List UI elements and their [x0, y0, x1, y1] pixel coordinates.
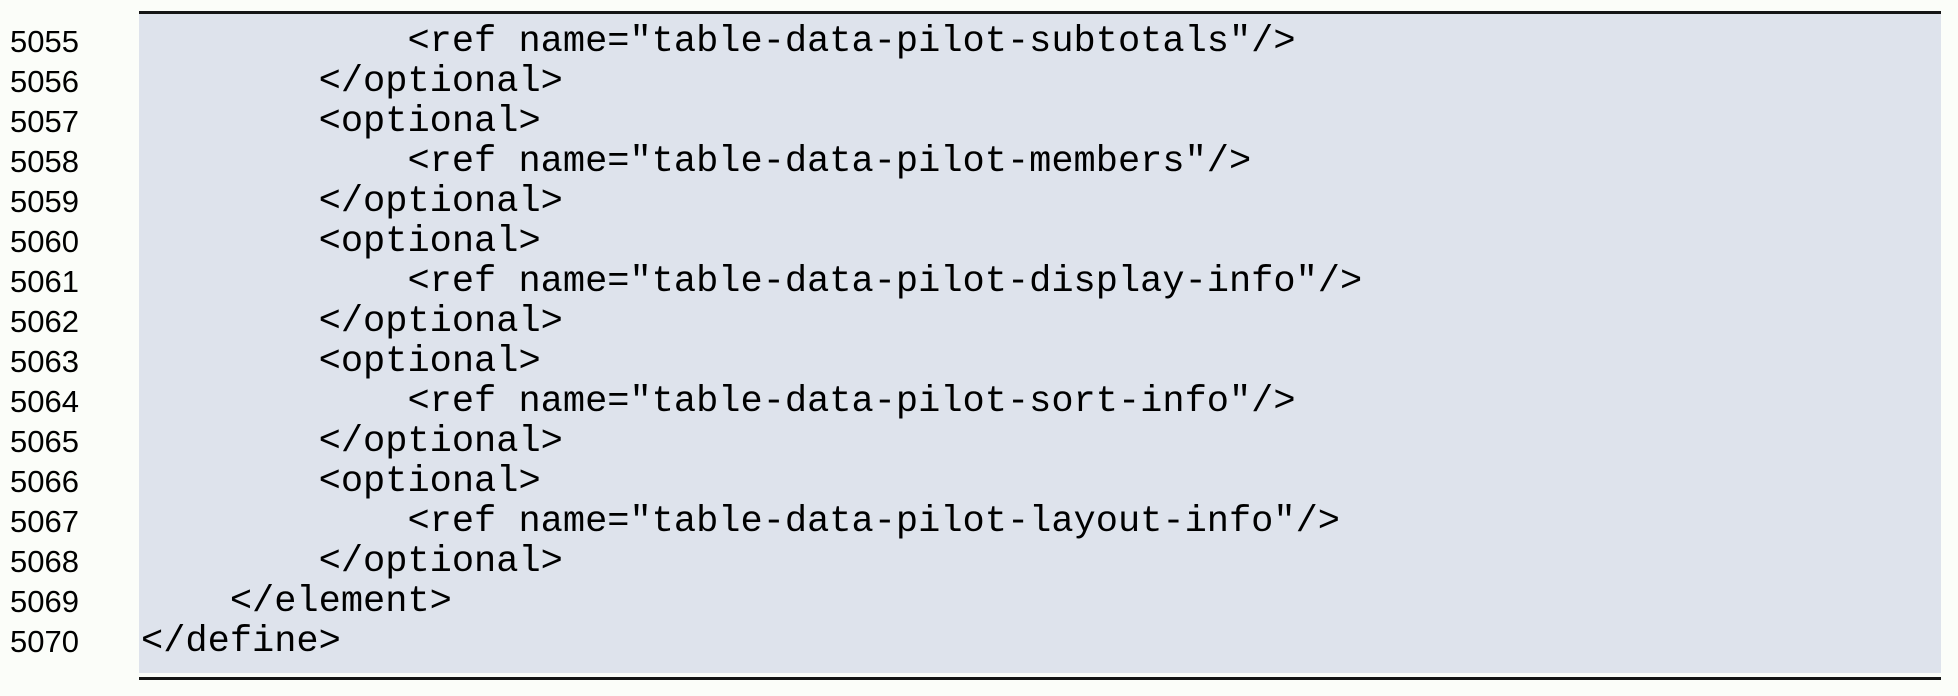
code-line: <ref name="table-data-pilot-members"/>	[141, 141, 1252, 183]
line-number-gutter: 5055 5056 5057 5058 5059 5060 5061 5062 …	[0, 11, 139, 662]
line-number: 5060	[10, 224, 79, 259]
line-number: 5067	[10, 504, 79, 539]
code-line: </element>	[141, 581, 452, 623]
code-line: </optional>	[141, 541, 563, 583]
code-line: <optional>	[141, 341, 541, 383]
line-number: 5064	[10, 384, 79, 419]
line-number: 5065	[10, 424, 79, 459]
code-line: <optional>	[141, 461, 541, 503]
line-number: 5066	[10, 464, 79, 499]
bottom-rule	[139, 677, 1941, 680]
code-line: </optional>	[141, 181, 563, 223]
code-line: </define>	[141, 621, 341, 663]
code-pre: <ref name="table-data-pilot-subtotals"/>…	[139, 14, 1941, 673]
line-number: 5057	[10, 104, 79, 139]
line-number: 5063	[10, 344, 79, 379]
code-line: </optional>	[141, 61, 563, 103]
line-number: 5061	[10, 264, 79, 299]
code-line: </optional>	[141, 301, 563, 343]
code-block: <ref name="table-data-pilot-subtotals"/>…	[139, 11, 1941, 680]
line-number: 5069	[10, 584, 79, 619]
line-number: 5068	[10, 544, 79, 579]
line-number: 5058	[10, 144, 79, 179]
code-line: <ref name="table-data-pilot-layout-info"…	[141, 501, 1340, 543]
line-number: 5059	[10, 184, 79, 219]
code-block-panel: <ref name="table-data-pilot-subtotals"/>…	[139, 11, 1941, 673]
line-number: 5070	[10, 624, 79, 659]
line-number: 5055	[10, 24, 79, 59]
code-line: <ref name="table-data-pilot-sort-info"/>	[141, 381, 1296, 423]
code-line: </optional>	[141, 421, 563, 463]
code-line: <ref name="table-data-pilot-display-info…	[141, 261, 1363, 303]
code-listing: 5055 5056 5057 5058 5059 5060 5061 5062 …	[0, 11, 1941, 680]
line-number: 5062	[10, 304, 79, 339]
code-line: <ref name="table-data-pilot-subtotals"/>	[141, 21, 1296, 63]
line-number: 5056	[10, 64, 79, 99]
code-line: <optional>	[141, 221, 541, 263]
code-line: <optional>	[141, 101, 541, 143]
